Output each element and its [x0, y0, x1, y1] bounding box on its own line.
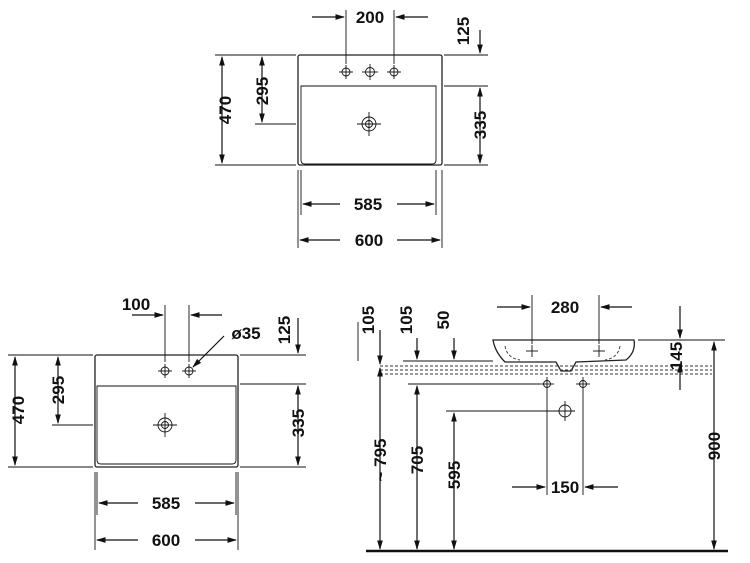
dim-hole-spacing: 200 — [356, 8, 384, 27]
dim-50: 50 — [434, 311, 453, 330]
dim-inner-width-2: 585 — [152, 494, 180, 513]
dim-overall-width: 600 — [355, 231, 383, 250]
drain-icon-2 — [153, 413, 177, 437]
dim-drain-from-back-2: 295 — [49, 376, 68, 404]
dim-drain-from-back: 295 — [253, 77, 272, 105]
dim-105-b: 105 — [397, 306, 416, 334]
dim-height-900: 900 — [705, 432, 724, 460]
dim-bowl-depth: 335 — [471, 111, 490, 139]
dim-height-705: 705 — [408, 446, 427, 474]
dim-bowl-depth-2: 335 — [289, 409, 308, 437]
basin-outline-2 — [94, 354, 239, 468]
dim-back-margin-2: 125 — [275, 316, 294, 344]
dim-depth-total-2: 470 — [9, 396, 28, 424]
dim-hole-offset: 100 — [122, 295, 150, 314]
dim-back-margin: 125 — [454, 17, 473, 45]
drain-icon — [357, 112, 381, 136]
tap-hole-side — [526, 345, 605, 357]
dim-height-795: ~ 795 — [371, 438, 390, 481]
valve-icons — [540, 377, 590, 421]
dim-105-a: 105 — [359, 306, 378, 334]
top-view: 200 125 335 470 295 585 600 — [215, 8, 490, 250]
side-view: 105 105 50 280 145 900 ~ 795 705 595 — [357, 295, 728, 553]
dim-height-595: 595 — [445, 461, 464, 489]
dim-depth-total: 470 — [216, 96, 235, 124]
dim-basin-height: 145 — [667, 342, 686, 370]
dim-valve-spacing: 150 — [551, 478, 579, 497]
dim-hole-spacing-side: 280 — [551, 298, 579, 317]
tap-holes-2 — [158, 364, 196, 378]
dim-hole-diameter: ø35 — [231, 324, 260, 343]
bottom-left-view: 100 ø35 125 335 470 295 585 600 — [8, 295, 308, 550]
dim-inner-width: 585 — [354, 195, 382, 214]
tap-holes — [339, 64, 401, 80]
bowl-outline — [300, 85, 437, 165]
dim-overall-width-2: 600 — [152, 531, 180, 550]
basin-outline — [297, 54, 443, 166]
basin-side-profile — [492, 339, 635, 372]
bowl-outline-2 — [96, 385, 237, 465]
